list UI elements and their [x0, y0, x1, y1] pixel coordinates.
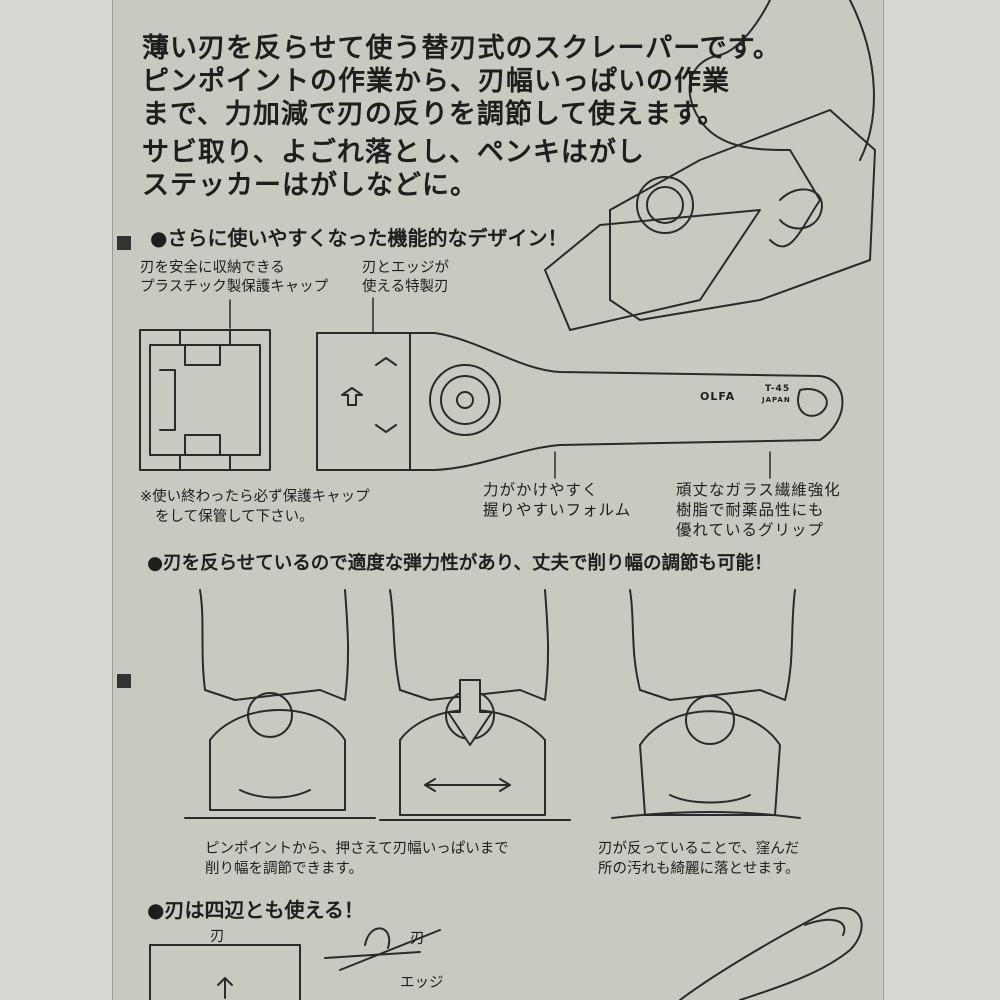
edge-label: エッジ: [400, 975, 444, 991]
form-label-line-2: 握りやすいフォルム: [483, 501, 632, 519]
flex-caption-left-line-2: 削り幅を調節できます。: [205, 861, 364, 877]
form-label-line-1: 力がかけやすく: [483, 481, 599, 499]
model-mark: T-45: [765, 384, 791, 394]
blade-label-line-1: 刃とエッジが: [362, 260, 449, 276]
grip-label-line-3: 優れているグリップ: [676, 521, 825, 539]
flex-caption-left-line-1: ピンポイントから、押さえて刃幅いっぱいまで: [205, 841, 509, 857]
flex-heading: ●刃を反らせているので適度な弾力性があり、丈夫で削り幅の調節も可能！: [147, 553, 773, 574]
origin-mark: JAPAN: [762, 396, 791, 404]
blade-side-label: 刃: [410, 931, 425, 947]
section-marker: [117, 236, 131, 250]
grip-label-line-1: 頑丈なガラス繊維強化: [676, 481, 841, 499]
intro-line-2: ピンポイントの作業から、刃幅いっぱいの作業: [142, 66, 730, 97]
cap-label-line-2: プラスチック製保護キャップ: [140, 279, 329, 295]
flex-caption-right-line-2: 所の汚れも綺麗に落とせます。: [598, 861, 800, 877]
cap-note-line-2: をして保管して下さい。: [155, 509, 314, 525]
flex-caption-right-line-1: 刃が反っていることで、窪んだ: [598, 841, 800, 857]
intro-line-4: サビ取り、よごれ落とし、ペンキはがし: [142, 137, 645, 168]
intro-line-1: 薄い刃を反らせて使う替刃式のスクレーパーです。: [142, 33, 781, 64]
intro-line-5: ステッカーはがしなどに。: [142, 170, 478, 201]
blade-diagram-label: 刃: [210, 929, 225, 945]
blade-label-line-2: 使える特製刃: [362, 279, 449, 295]
design-heading: ●さらに使いやすくなった機能的なデザイン！: [150, 226, 568, 250]
edges-heading: ●刃は四辺とも使える！: [147, 898, 364, 922]
intro-line-3: まで、力加減で刃の反りを調節して使えます。: [142, 99, 726, 130]
cap-note-line-1: ※使い終わったら必ず保護キャップ: [140, 489, 370, 505]
section-marker: [117, 674, 131, 688]
brand-mark: OLFA: [700, 390, 736, 403]
grip-label-line-2: 樹脂で耐薬品性にも: [676, 501, 825, 519]
cap-label-line-1: 刃を安全に収納できる: [140, 260, 285, 276]
